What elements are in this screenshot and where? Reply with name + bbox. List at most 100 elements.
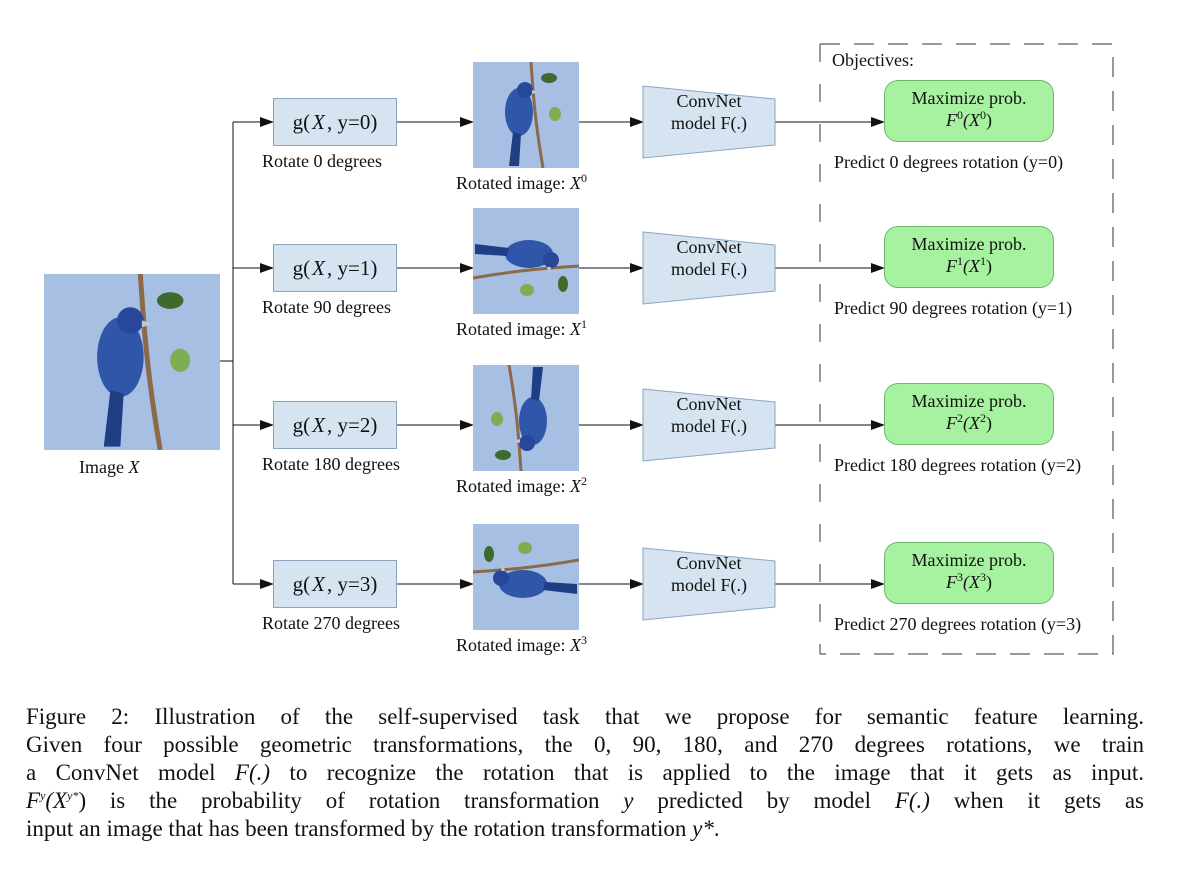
rotated-var: X (569, 476, 581, 496)
caption-math-ystar: y* (692, 816, 714, 841)
caption-line-4d: is the probability of rotation transform… (86, 788, 624, 813)
rotate-label-1: Rotate 90 degrees (262, 297, 391, 317)
rotated-image-0 (473, 62, 579, 168)
rotated-sup: 1 (580, 317, 587, 331)
input-label-text: Image (79, 457, 124, 477)
objective-sup2: 0 (980, 108, 986, 122)
caption-math-F: F(.) (234, 760, 271, 785)
bird-photo-icon (473, 365, 579, 471)
caption-line-4h: when it gets as (929, 788, 1144, 813)
rotated-prefix: Rotated image: (456, 476, 566, 496)
caption-line-3a: a ConvNet model (26, 760, 235, 785)
objective-sup2: 1 (980, 254, 986, 268)
g-mid: , y=1) (326, 255, 378, 280)
convnet-label-0: ConvNet model F(.) (643, 90, 775, 134)
caption-line-1: Figure 2: Illustration of the self-super… (26, 704, 1144, 729)
caption-math-y: y (623, 788, 634, 813)
predict-label-0: Predict 0 degrees rotation (y=0) (834, 152, 1064, 172)
objective-formula: F1(X1) (885, 255, 1053, 277)
bird-photo-icon (97, 274, 191, 450)
caption-math-Fy: F (26, 788, 41, 813)
convnet-line1: ConvNet (676, 394, 742, 414)
input-image (44, 274, 220, 450)
rotate-label-0: Rotate 0 degrees (262, 151, 382, 171)
convnet-line1: ConvNet (676, 91, 742, 111)
rotated-sup: 3 (580, 633, 587, 647)
caption-line-5c: . (713, 816, 720, 841)
g-var: X (312, 571, 325, 596)
objective-formula: F3(X3) (885, 571, 1053, 593)
rotated-image-label-2: Rotated image: X2 (456, 474, 587, 496)
convnet-trapezoid-3 (642, 547, 776, 621)
g-prefix: g( (292, 571, 311, 596)
convnet-line1: ConvNet (676, 553, 742, 573)
caption-math-F2: F(.) (894, 788, 930, 813)
objective-box-2: Maximize prob. F2(X2) (884, 383, 1054, 445)
objective-box-1: Maximize prob. F1(X1) (884, 226, 1054, 288)
objective-line1: Maximize prob. (911, 550, 1027, 570)
convnet-label-2: ConvNet model F(.) (643, 393, 775, 437)
objective-sup1: 1 (957, 254, 963, 268)
caption-paren: ) (78, 788, 87, 813)
diagram-canvas (220, 43, 1114, 655)
predict-label-1: Predict 90 degrees rotation (y=1) (834, 298, 1073, 318)
rotated-var: X (569, 635, 581, 655)
objective-sup1: 3 (957, 570, 963, 584)
convnet-label-3: ConvNet model F(.) (643, 552, 775, 596)
rotated-image-label-1: Rotated image: X1 (456, 317, 587, 339)
transform-box-2: g(X, y=2) (273, 401, 397, 449)
objective-sup1: 0 (957, 108, 963, 122)
g-prefix: g( (292, 255, 311, 280)
rotated-image-1 (473, 208, 579, 314)
caption-line-3: a ConvNet model F(.) to recognize the ro… (26, 759, 1144, 787)
rotated-prefix: Rotated image: (456, 635, 566, 655)
rotate-label-2: Rotate 180 degrees (262, 454, 400, 474)
g-var: X (312, 109, 325, 134)
rotated-image-label-3: Rotated image: X3 (456, 633, 587, 655)
objective-close: ) (986, 413, 992, 433)
objectives-region (820, 43, 1114, 655)
convnet-trapezoid-2 (642, 388, 776, 462)
objective-F: F (946, 256, 957, 276)
g-prefix: g( (292, 412, 311, 437)
objective-close: ) (986, 256, 992, 276)
caption-sup-y: y (40, 788, 46, 803)
objective-sup2: 2 (980, 411, 986, 425)
caption-sup-ystar: y* (67, 788, 79, 803)
objective-X: (X (963, 572, 980, 592)
g-mid: , y=3) (326, 571, 378, 596)
g-var: X (312, 412, 325, 437)
convnet-line2: model F(.) (671, 416, 747, 436)
g-prefix: g( (292, 109, 311, 134)
rotated-image-2 (473, 365, 579, 471)
objective-F: F (946, 572, 957, 592)
objective-box-0: Maximize prob. F0(X0) (884, 80, 1054, 142)
caption-line-2: Given four possible geometric transforma… (26, 732, 1144, 757)
objective-X: (X (963, 413, 980, 433)
objective-X: (X (963, 256, 980, 276)
rotated-sup: 0 (580, 171, 587, 185)
predict-label-2: Predict 180 degrees rotation (y=2) (834, 455, 1082, 475)
objective-F: F (946, 413, 957, 433)
bird-photo-icon (473, 208, 579, 314)
objective-close: ) (986, 572, 992, 592)
input-image-label: Image X (79, 457, 139, 477)
input-label-var: X (128, 457, 140, 477)
objective-sup2: 3 (980, 570, 986, 584)
objective-sup1: 2 (957, 411, 963, 425)
rotated-prefix: Rotated image: (456, 173, 566, 193)
objective-close: ) (986, 110, 992, 130)
caption-line-3c: to recognize the rotation that is applie… (270, 760, 1144, 785)
convnet-trapezoid-1 (642, 231, 776, 305)
transform-box-1: g(X, y=1) (273, 244, 397, 292)
figure-caption: Figure 2: Illustration of the self-super… (26, 703, 1144, 843)
g-mid: , y=0) (326, 109, 378, 134)
caption-line-4f: predicted by model (633, 788, 895, 813)
rotated-sup: 2 (580, 474, 587, 488)
caption-line-5a: input an image that has been transformed… (26, 816, 693, 841)
objective-box-3: Maximize prob. F3(X3) (884, 542, 1054, 604)
objective-F: F (946, 110, 957, 130)
predict-label-3: Predict 270 degrees rotation (y=3) (834, 614, 1082, 634)
caption-math-X: (X (45, 788, 68, 813)
g-mid: , y=2) (326, 412, 378, 437)
